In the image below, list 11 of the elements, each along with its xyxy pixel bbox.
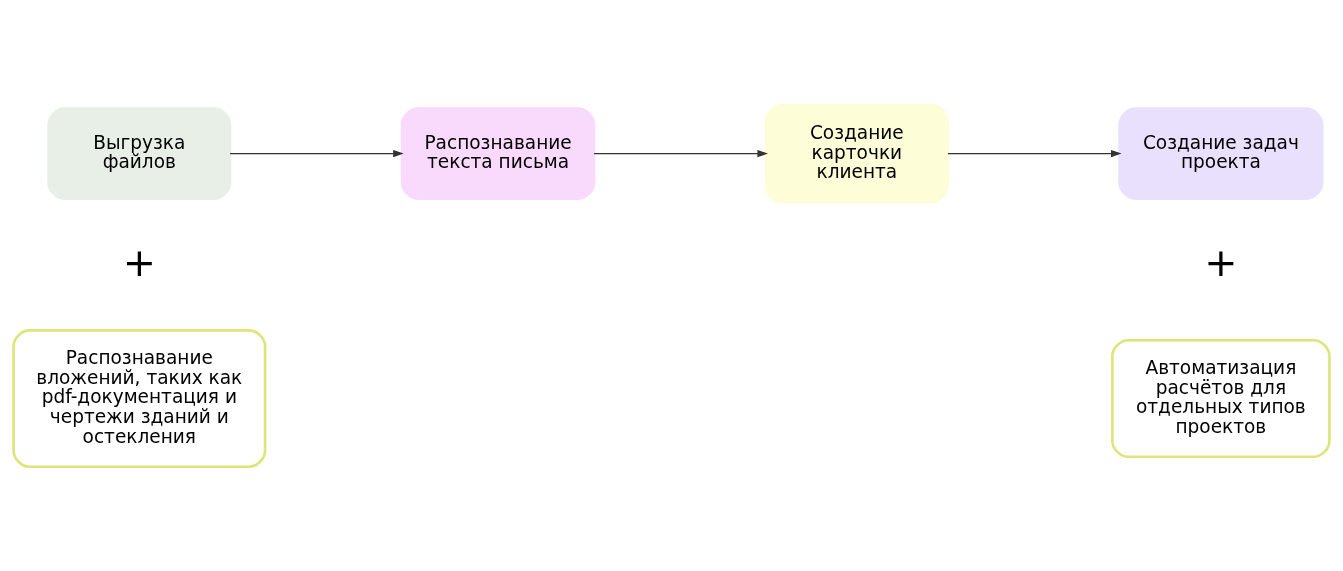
node-box: Выгрузка файлов bbox=[47, 106, 232, 200]
label: + bbox=[122, 238, 156, 285]
arrow bbox=[229, 149, 404, 157]
node-box: Распознавание текста письма bbox=[400, 106, 596, 200]
label: + bbox=[1204, 238, 1238, 285]
arrow bbox=[947, 149, 1122, 157]
node-box: Создание задач проекта bbox=[1118, 106, 1324, 200]
arrow bbox=[593, 149, 768, 157]
node-box: Создание карточки клиента bbox=[764, 103, 949, 203]
node-box: Автоматизация расчётов для отдельных типов проектов bbox=[1111, 338, 1331, 458]
node-box: Распознавание вложений, таких как pdf-документация и чертежи зданий и остекления bbox=[12, 328, 267, 468]
